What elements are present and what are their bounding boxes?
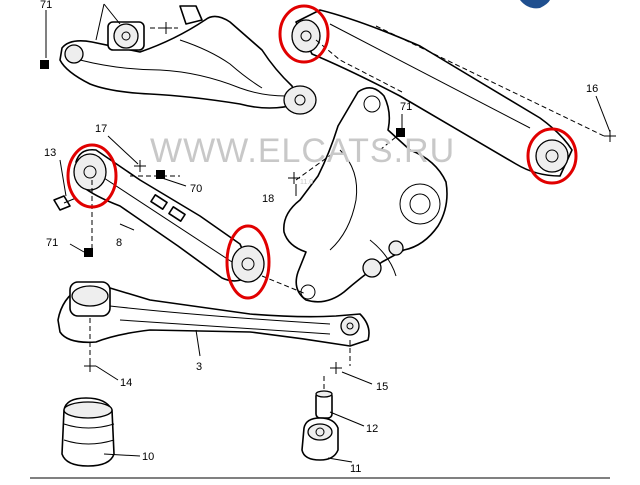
- bolt-marker: [330, 362, 342, 374]
- callout-18: 18: [262, 193, 274, 205]
- fastener-markers: [40, 22, 616, 374]
- callout-12: 12: [366, 423, 378, 435]
- highlight-ring: [526, 127, 578, 185]
- callout-8: 8: [116, 237, 122, 249]
- upper-control-arm: [59, 15, 317, 115]
- callout-labels: 71 13 17 70 18 71 16 8 71 3 14 15 12 10 …: [40, 0, 598, 475]
- bolt-marker: [134, 160, 146, 172]
- nut-marker: [156, 170, 165, 179]
- callout-71: 71: [40, 0, 52, 11]
- bushing-10: [61, 397, 115, 467]
- callout-17: 17: [95, 123, 107, 135]
- upper-arm-ball-joint: [179, 5, 203, 25]
- leader-lines: [45, 3, 611, 463]
- sleeve-12: [315, 390, 333, 419]
- watermark: WWW.ELCATS.RU 11.0: [150, 132, 455, 186]
- nut-marker: [396, 128, 405, 137]
- lateral-link: [73, 148, 265, 283]
- callout-15: 15: [376, 381, 388, 393]
- callout-70: 70: [190, 183, 202, 195]
- watermark-text: WWW.ELCATS.RU: [150, 132, 455, 170]
- lower-control-arm: [57, 281, 370, 347]
- callout-71: 71: [400, 101, 412, 113]
- corner-badge: [520, 0, 550, 9]
- nut-marker: [40, 60, 49, 69]
- callout-13: 13: [44, 147, 56, 159]
- callout-10: 10: [142, 451, 154, 463]
- highlight-ring: [225, 224, 271, 300]
- highlight-ring: [66, 143, 118, 209]
- callout-14: 14: [120, 377, 132, 389]
- bushing-11: [301, 417, 339, 461]
- callout-16: 16: [586, 83, 598, 95]
- bolt-marker: [84, 360, 96, 372]
- bolt-marker: [288, 172, 300, 184]
- highlight-ring: [278, 4, 330, 64]
- callout-71: 71: [46, 237, 58, 249]
- bolt-marker: [160, 22, 172, 34]
- trailing-link: [291, 9, 573, 177]
- nut-marker: [84, 248, 93, 257]
- callout-11: 11: [350, 463, 361, 475]
- watermark-subtext: 11.0: [300, 179, 313, 186]
- highlight-rings: [66, 4, 578, 300]
- bolt-13: [53, 195, 77, 211]
- steering-knuckle: [283, 87, 448, 303]
- upper-arm-bushing-top: [107, 21, 145, 51]
- callout-3: 3: [196, 361, 202, 373]
